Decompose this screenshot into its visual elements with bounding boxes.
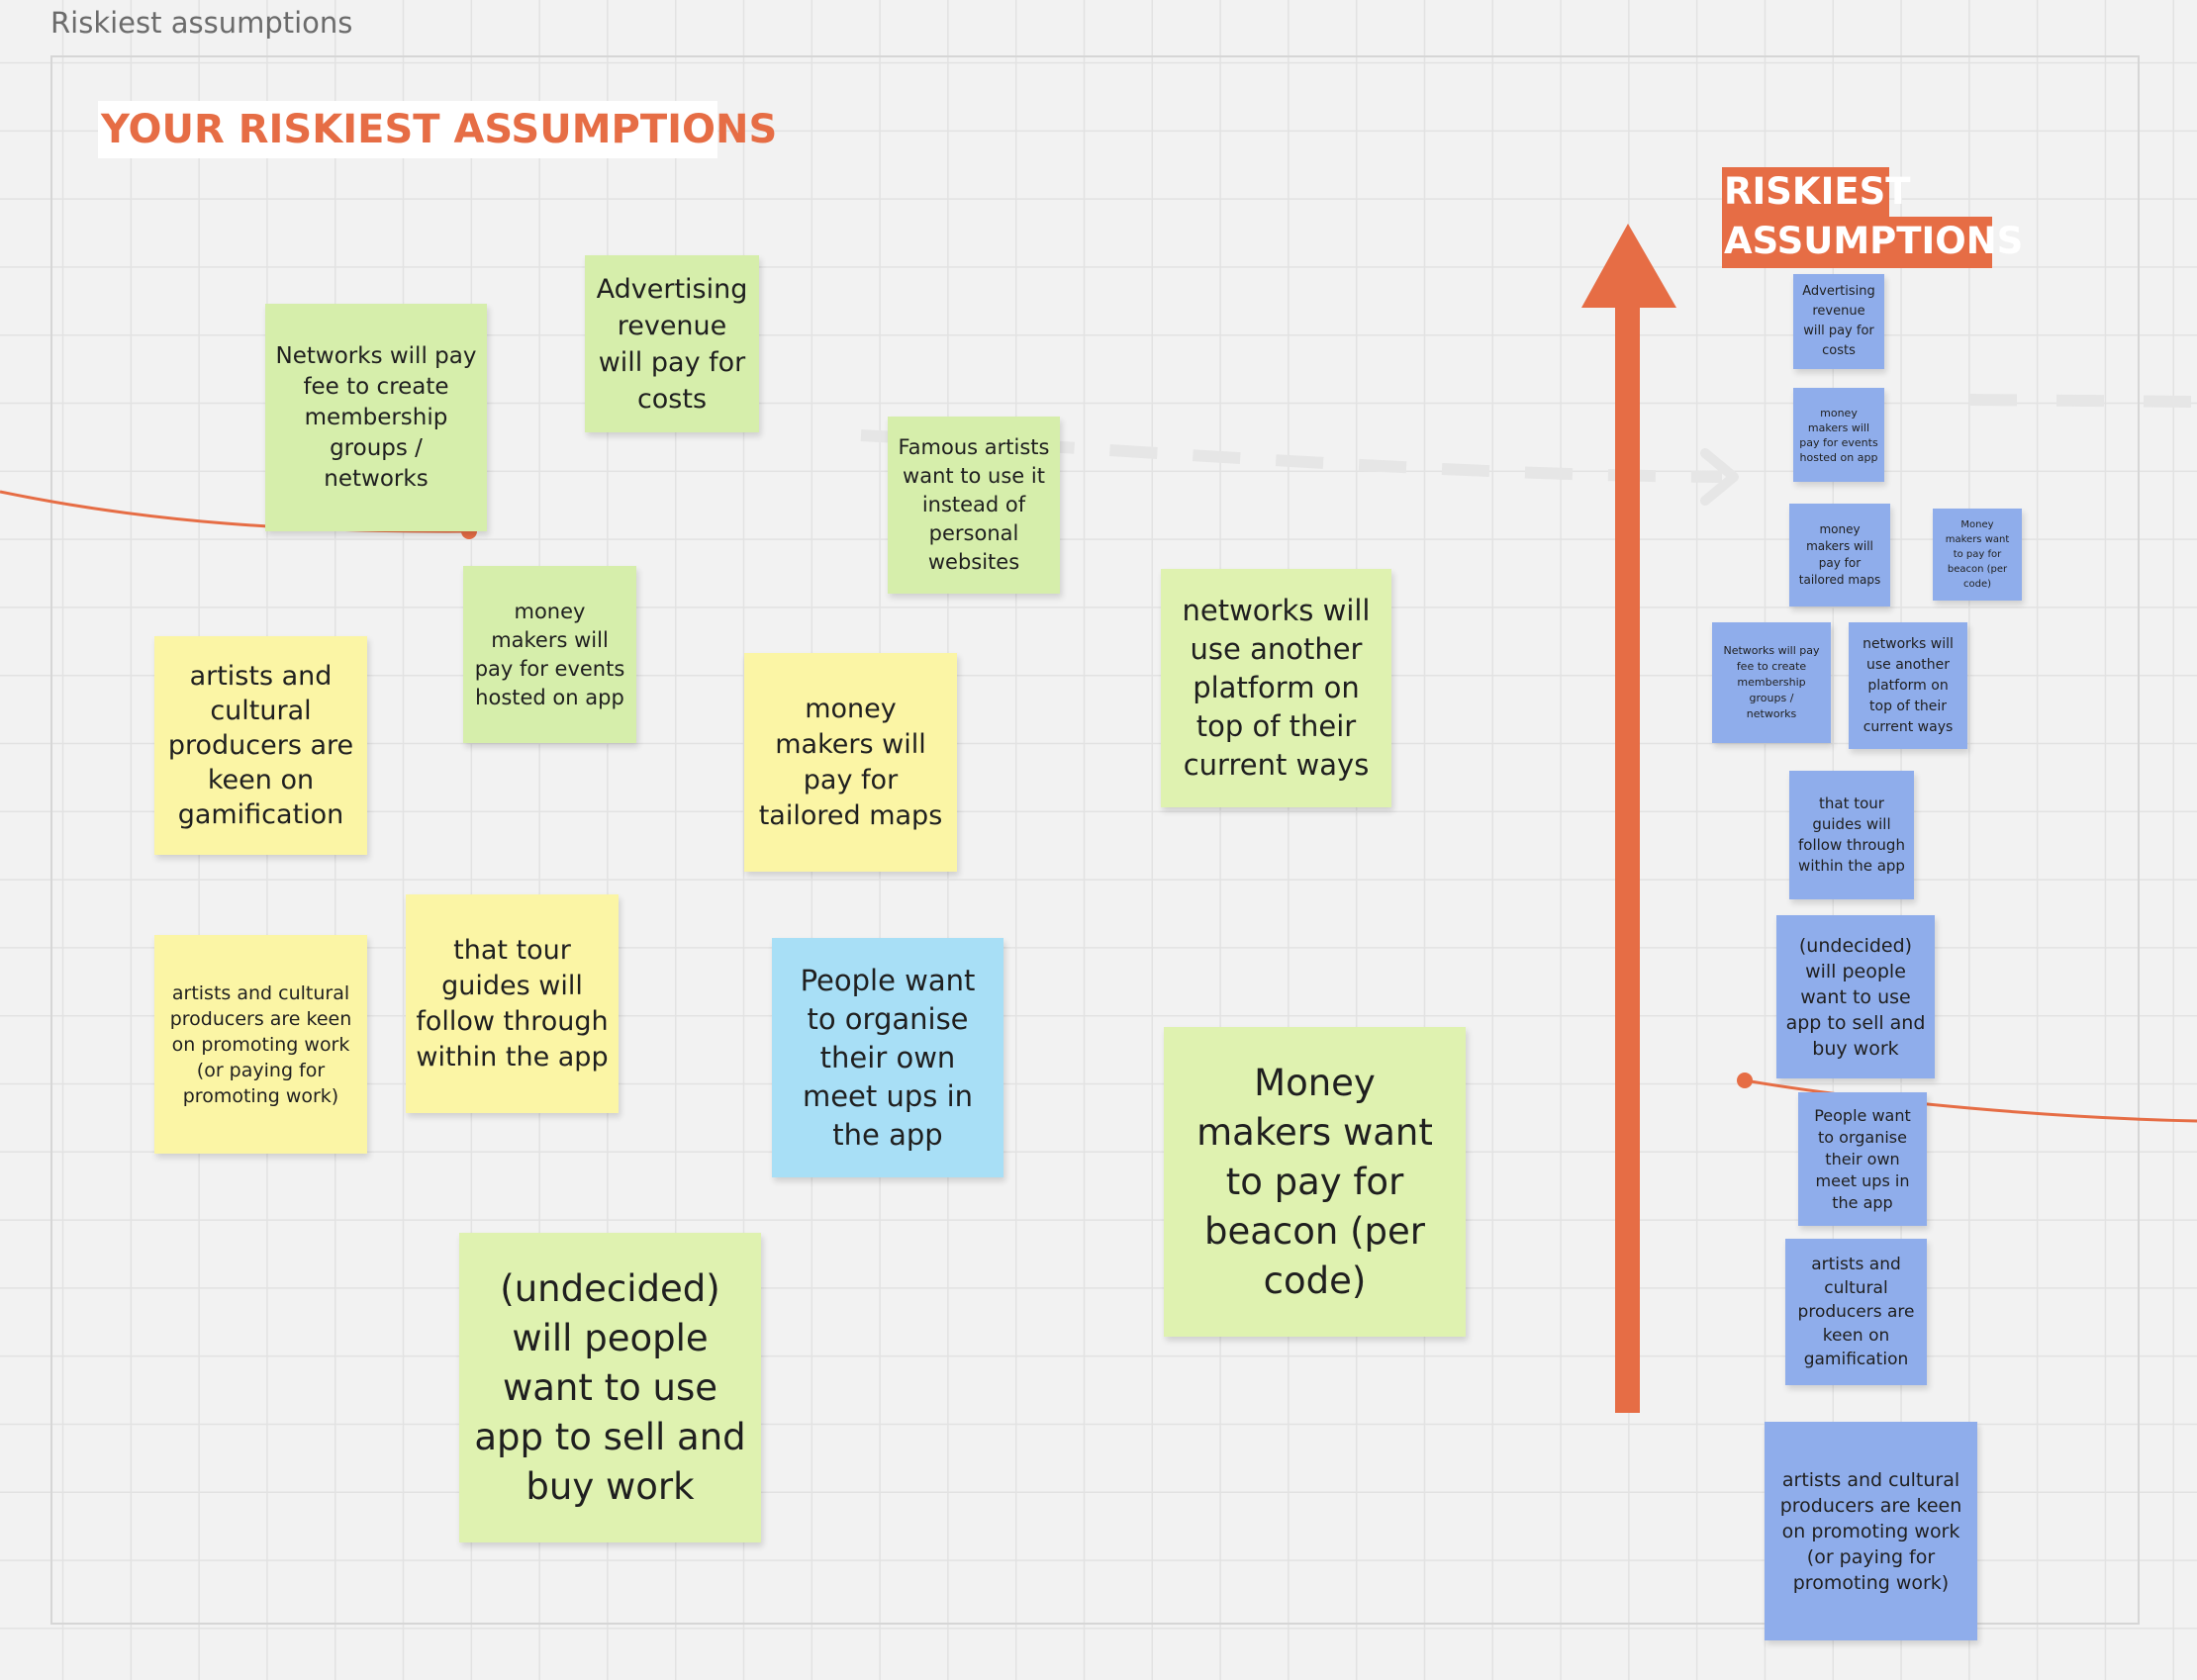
ranked-sticky-note[interactable]: artists and cultural producers are keen … [1765, 1422, 1977, 1640]
frame-title[interactable]: Riskiest assumptions [50, 6, 353, 40]
ranked-sticky-note-text: Networks will pay fee to create membersh… [1723, 644, 1820, 720]
ranked-sticky-note[interactable]: networks will use another platform on to… [1849, 622, 1967, 749]
sticky-note-text: money makers will pay for events hosted … [474, 599, 625, 709]
sticky-note[interactable]: People want to organise their own meet u… [772, 938, 1003, 1177]
sticky-note[interactable]: artists and cultural producers are keen … [154, 636, 367, 855]
sticky-note[interactable]: networks will use another platform on to… [1161, 569, 1391, 807]
sticky-note-text: Money makers want to pay for beacon (per… [1196, 1061, 1433, 1302]
ranked-sticky-note[interactable]: Money makers want to pay for beacon (per… [1933, 509, 2022, 601]
sticky-note-text: Advertising revenue will pay for costs [596, 273, 748, 415]
ranked-sticky-note[interactable]: People want to organise their own meet u… [1798, 1092, 1927, 1226]
ranked-sticky-note-text: artists and cultural producers are keen … [1797, 1255, 1915, 1369]
ranked-sticky-note[interactable]: Networks will pay fee to create membersh… [1712, 622, 1831, 743]
ranked-sticky-note-text: Money makers want to pay for beacon (per… [1945, 519, 2010, 590]
ranked-sticky-note[interactable]: money makers will pay for events hosted … [1793, 388, 1884, 482]
ranked-sticky-note-text: money makers will pay for tailored maps [1798, 522, 1881, 587]
sticky-note-text: artists and cultural producers are keen … [169, 981, 352, 1107]
sticky-note[interactable]: money makers will pay for events hosted … [463, 566, 636, 743]
sticky-note[interactable]: artists and cultural producers are keen … [154, 935, 367, 1154]
sticky-note-text: (undecided) will people want to use app … [474, 1266, 746, 1508]
ranked-sticky-note[interactable]: that tour guides will follow through wit… [1789, 771, 1914, 899]
ranked-sticky-note[interactable]: money makers will pay for tailored maps [1789, 504, 1890, 607]
sticky-note-text: money makers will pay for tailored maps [758, 693, 943, 831]
riskiest-heading-line1[interactable]: RISKIEST [1722, 167, 1911, 217]
sticky-note[interactable]: (undecided) will people want to use app … [459, 1233, 761, 1542]
ranked-sticky-note-text: money makers will pay for events hosted … [1799, 406, 1878, 464]
ranked-sticky-note-text: (undecided) will people want to use app … [1785, 934, 1926, 1060]
sticky-note[interactable]: Money makers want to pay for beacon (per… [1164, 1027, 1466, 1337]
ranked-sticky-note[interactable]: (undecided) will people want to use app … [1776, 915, 1935, 1078]
page-heading[interactable]: YOUR RISKIEST ASSUMPTIONS [98, 101, 777, 158]
sticky-note-text: artists and cultural producers are keen … [167, 661, 354, 830]
ranked-sticky-note-text: People want to organise their own meet u… [1814, 1105, 1911, 1212]
sticky-note[interactable]: Advertising revenue will pay for costs [585, 255, 759, 432]
ranked-sticky-note-text: artists and cultural producers are keen … [1779, 1468, 1962, 1594]
ranked-sticky-note-text: that tour guides will follow through wit… [1798, 794, 1905, 875]
sticky-note-text: Networks will pay fee to create membersh… [275, 342, 477, 492]
sticky-note[interactable]: money makers will pay for tailored maps [744, 653, 957, 872]
sticky-note-text: that tour guides will follow through wit… [416, 934, 609, 1073]
sticky-note[interactable]: Networks will pay fee to create membersh… [265, 304, 487, 531]
ranked-sticky-note-text: Advertising revenue will pay for costs [1802, 284, 1875, 358]
riskiest-heading-line2[interactable]: ASSUMPTIONS [1722, 217, 2023, 268]
ranked-sticky-note-text: networks will use another platform on to… [1863, 635, 1954, 735]
sticky-note[interactable]: Famous artists want to use it instead of… [888, 417, 1060, 594]
ranked-sticky-note[interactable]: Advertising revenue will pay for costs [1793, 274, 1884, 369]
sticky-note-text: People want to organise their own meet u… [800, 963, 976, 1152]
sticky-note[interactable]: that tour guides will follow through wit… [406, 894, 619, 1113]
sticky-note-text: Famous artists want to use it instead of… [898, 435, 1050, 574]
ranked-sticky-note[interactable]: artists and cultural producers are keen … [1785, 1239, 1927, 1385]
assumptions-frame [50, 55, 2140, 1625]
sticky-note-text: networks will use another platform on to… [1182, 594, 1371, 782]
